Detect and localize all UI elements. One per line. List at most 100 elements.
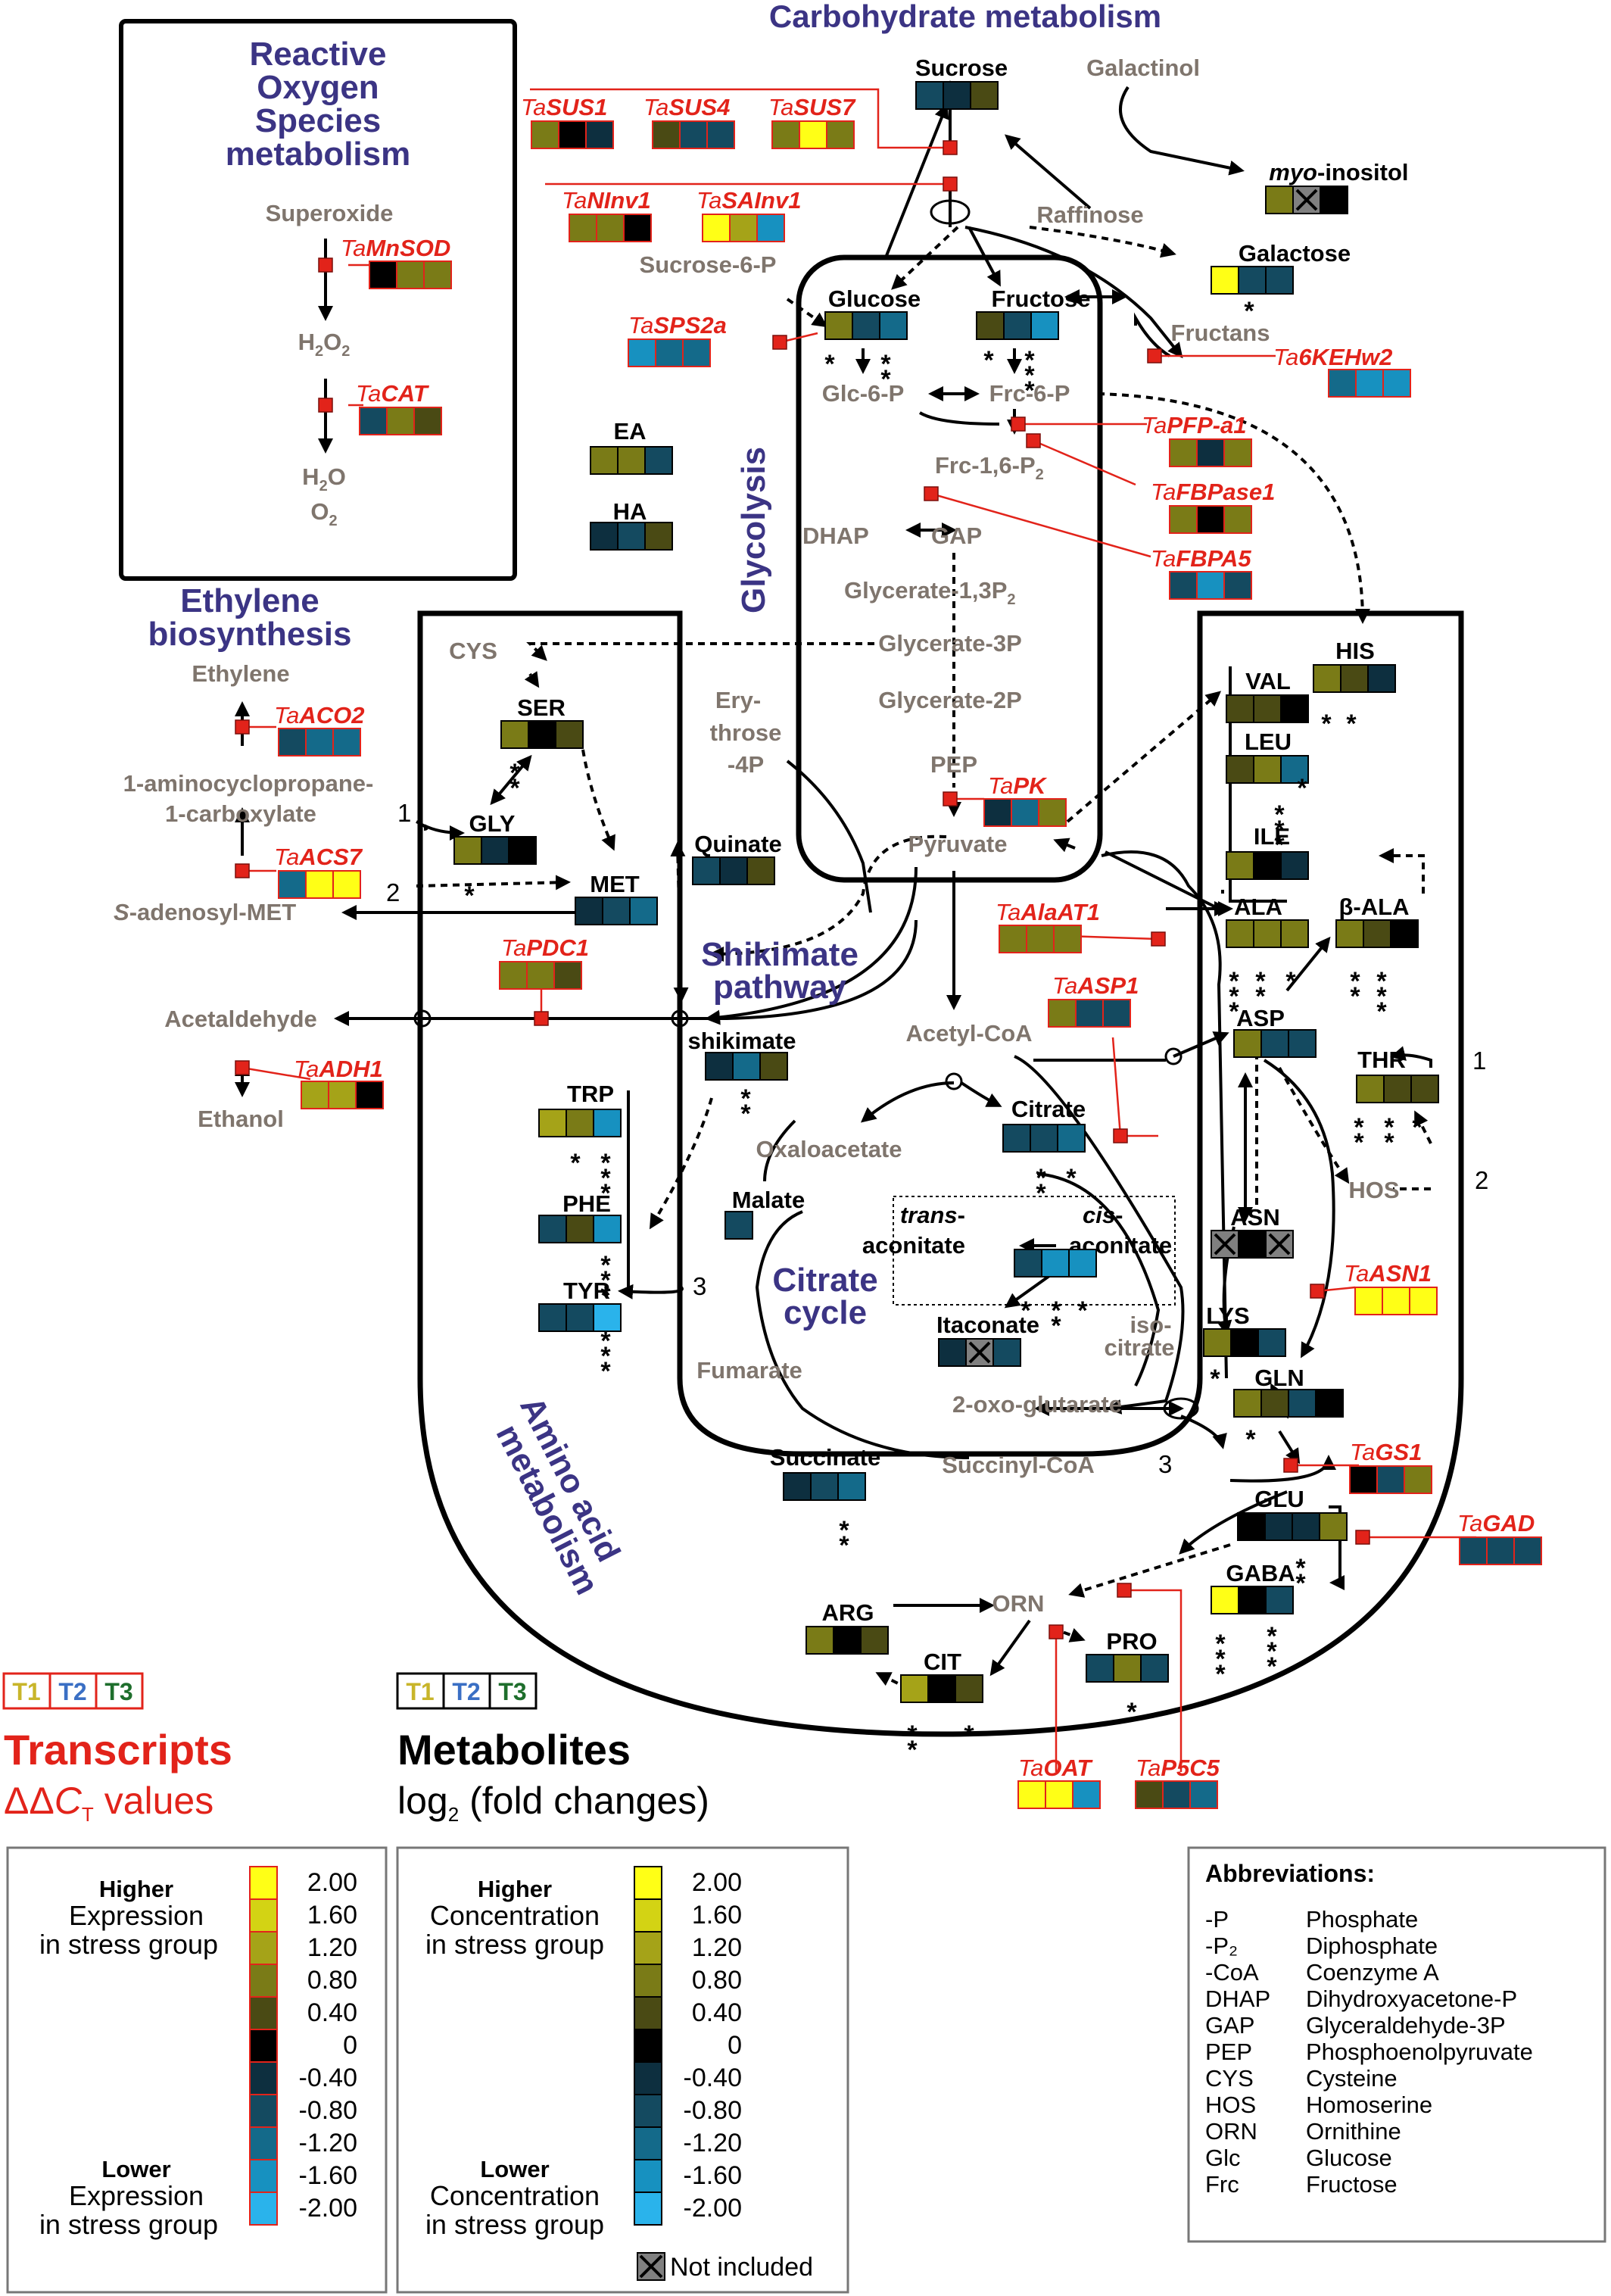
heatmap-cell xyxy=(590,446,619,475)
heatmap-cell xyxy=(1072,1780,1101,1809)
gene-label-asp1: TaASP1 xyxy=(1052,972,1139,999)
heatmap-cell xyxy=(628,338,656,367)
dhap-label: DHAP xyxy=(802,523,869,549)
glycerate3p-label: Glycerate-3P xyxy=(878,630,1022,657)
gene-name: ADH1 xyxy=(318,1056,382,1082)
fumarate-label: Fumarate xyxy=(696,1357,802,1384)
heatmap-cell xyxy=(1292,1512,1320,1541)
ea-label: EA xyxy=(613,418,646,445)
significance-asterisk: * xyxy=(839,1516,849,1545)
heatmap-g_pdc1 xyxy=(499,961,582,990)
heatmap-cell xyxy=(1390,919,1419,948)
heatmap-g_aco2 xyxy=(278,728,361,756)
not-included-label: Not included xyxy=(670,2253,813,2282)
significance-asterisk: * xyxy=(1376,967,1387,996)
significance-asterisk: * xyxy=(1126,1698,1137,1727)
gene-prefix: Ta xyxy=(1344,1260,1369,1287)
heatmap-cell xyxy=(1363,919,1391,948)
heatmap-cell xyxy=(1226,694,1254,723)
heatmap-g_gs1 xyxy=(1349,1465,1432,1494)
heatmap-cell xyxy=(359,407,388,435)
heatmap-cisacon xyxy=(1014,1249,1097,1277)
heatmap-itaconate xyxy=(938,1338,1021,1367)
gene-label-adh1: TaADH1 xyxy=(294,1056,383,1082)
significance-asterisk: * xyxy=(1274,831,1285,859)
gene-label-cat: TaCAT xyxy=(356,380,430,407)
transcript-scale-value: -1.20 xyxy=(299,2129,358,2157)
fructose-label: Fructose xyxy=(992,285,1091,312)
metabolite-scale-value: -2.00 xyxy=(684,2194,743,2223)
heatmap-g_asn1 xyxy=(1354,1287,1438,1315)
heatmap-cell xyxy=(1260,1389,1289,1418)
cycle-step-numbers: 1 2 3 1 2 3 xyxy=(386,799,1488,1478)
metabolite-scale-value: 0.80 xyxy=(692,1966,742,1995)
ala-label: ALA xyxy=(1234,894,1282,920)
ser-label: SER xyxy=(517,694,566,721)
heatmap-cell xyxy=(593,1109,622,1137)
heatmap-cell xyxy=(1340,664,1369,693)
heatmap-cell xyxy=(879,311,908,340)
ddct-t: T xyxy=(82,1803,94,1826)
heatmap-cell xyxy=(396,260,425,289)
heatmap-cell xyxy=(1383,1075,1412,1103)
gene-label-pfpa1: TaPFP-a1 xyxy=(1142,412,1246,438)
significance-asterisk: * xyxy=(1036,1164,1046,1193)
gene-prefix: Ta xyxy=(1273,344,1298,370)
heatmap-cell xyxy=(305,870,334,899)
thr-label: THR xyxy=(1357,1047,1406,1073)
heatmap-cell xyxy=(526,961,555,990)
trans-aconitate-label: aconitate xyxy=(862,1232,965,1259)
heatmap-cell xyxy=(824,311,853,340)
heatmap-cell xyxy=(623,214,652,242)
heatmap-g_sainv1 xyxy=(702,214,785,242)
heatmap-cell xyxy=(1002,1124,1031,1153)
o2-label: O2 xyxy=(310,498,337,529)
enzyme-marker xyxy=(1283,1458,1298,1473)
significance-asterisk: * xyxy=(880,350,891,379)
enzyme-marker xyxy=(1026,433,1041,448)
heatmap-cell xyxy=(585,120,614,149)
abbreviations-frame xyxy=(1187,1846,1606,2243)
glycolysis-box xyxy=(796,254,1103,883)
heatmap-cell xyxy=(826,120,855,149)
heatmap-cell xyxy=(1223,505,1252,534)
gene-name: ASP1 xyxy=(1077,972,1139,999)
transcript-scale-value: -0.80 xyxy=(299,2096,358,2125)
abbr-full: Homoserine xyxy=(1306,2092,1432,2118)
heatmap-glucose xyxy=(824,311,908,340)
gene-prefix: Ta xyxy=(988,772,1013,799)
pro-label: PRO xyxy=(1106,1628,1157,1655)
heatmap-met xyxy=(575,897,658,925)
gene-prefix: Ta xyxy=(1142,412,1167,438)
sucrose6p-label: Sucrose-6-P xyxy=(640,251,777,278)
trans-label: trans- xyxy=(900,1202,965,1228)
heatmap-cell xyxy=(1313,664,1341,693)
heatmap-trp xyxy=(538,1109,622,1137)
heatmap-cell xyxy=(1253,851,1282,880)
gene-prefix: Ta xyxy=(1018,1755,1043,1781)
heatmap-malate xyxy=(724,1211,753,1240)
transcript-scale-swatch xyxy=(249,1996,278,2030)
heatmap-cell xyxy=(652,120,681,149)
h2o-sub: 2 xyxy=(319,478,328,494)
heatmap-g_sus1 xyxy=(531,120,614,149)
heatmap-cell xyxy=(860,1626,889,1655)
abbr-full: Ornithine xyxy=(1306,2118,1401,2145)
legend-t3-red: T3 xyxy=(104,1678,132,1705)
gene-prefix: Ta xyxy=(274,702,299,728)
heatmap-cell xyxy=(999,925,1027,953)
cit-label: CIT xyxy=(924,1649,961,1675)
gene-name: SUS1 xyxy=(546,94,607,120)
gene-prefix: Ta xyxy=(696,187,721,214)
heatmap-cell xyxy=(692,856,721,885)
oxoglutarate-label: 2-oxo-glutarate xyxy=(952,1391,1122,1418)
heatmap-cell xyxy=(806,1626,834,1655)
gene-label-sus4: TaSUS4 xyxy=(643,94,730,120)
glycerate13-sub: 2 xyxy=(1007,591,1015,608)
heatmap-cell xyxy=(1288,1029,1317,1058)
significance-asterisk: * xyxy=(1229,997,1239,1026)
heatmap-shikimate xyxy=(705,1052,788,1081)
heatmap-cell xyxy=(1226,851,1254,880)
isocitrate-label-1: iso- xyxy=(1130,1312,1171,1338)
metabolite-scale-swatch xyxy=(634,1964,662,1998)
